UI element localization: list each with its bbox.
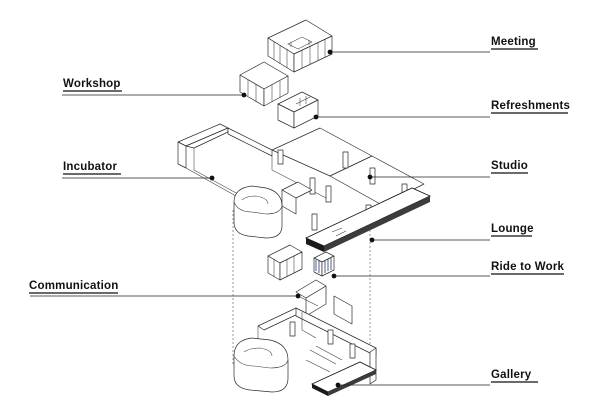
label-ride-to-work: Ride to Work <box>491 261 565 273</box>
label-workshop: Workshop <box>63 78 121 90</box>
workshop-module <box>239 61 289 107</box>
label-communication: Communication <box>29 280 119 292</box>
alignment-guides <box>232 210 371 365</box>
lower-round-core <box>233 337 289 393</box>
dot-gallery <box>335 382 341 388</box>
meeting-module <box>267 19 333 73</box>
dot-lounge <box>369 237 375 243</box>
dot-communication <box>295 293 301 299</box>
dot-meeting <box>327 49 333 55</box>
label-refreshments: Refreshments <box>491 100 570 112</box>
ride-to-work-module <box>313 251 335 277</box>
workshop-right-face <box>263 75 289 107</box>
label-incubator: Incubator <box>63 161 118 173</box>
dot-studio <box>367 174 373 180</box>
dot-incubator <box>209 175 215 181</box>
communication-boxes <box>267 244 303 281</box>
label-lounge: Lounge <box>491 223 534 235</box>
label-gallery: Gallery <box>491 369 532 381</box>
communication-panels <box>295 279 353 325</box>
leader-lines <box>30 51 490 386</box>
upper-round-core <box>233 185 283 239</box>
label-studio: Studio <box>491 160 528 172</box>
dot-ride-to-work <box>331 273 337 279</box>
gallery-floor <box>257 307 377 396</box>
meeting-right-face <box>293 35 333 73</box>
dot-refreshments <box>313 114 319 120</box>
label-meeting: Meeting <box>491 36 536 48</box>
dot-workshop <box>241 92 247 98</box>
upper-floor <box>177 123 431 252</box>
refreshments-module <box>277 91 319 129</box>
labels: Meeting Workshop Refreshments Incubator … <box>29 36 570 383</box>
leader-dots <box>209 49 375 388</box>
